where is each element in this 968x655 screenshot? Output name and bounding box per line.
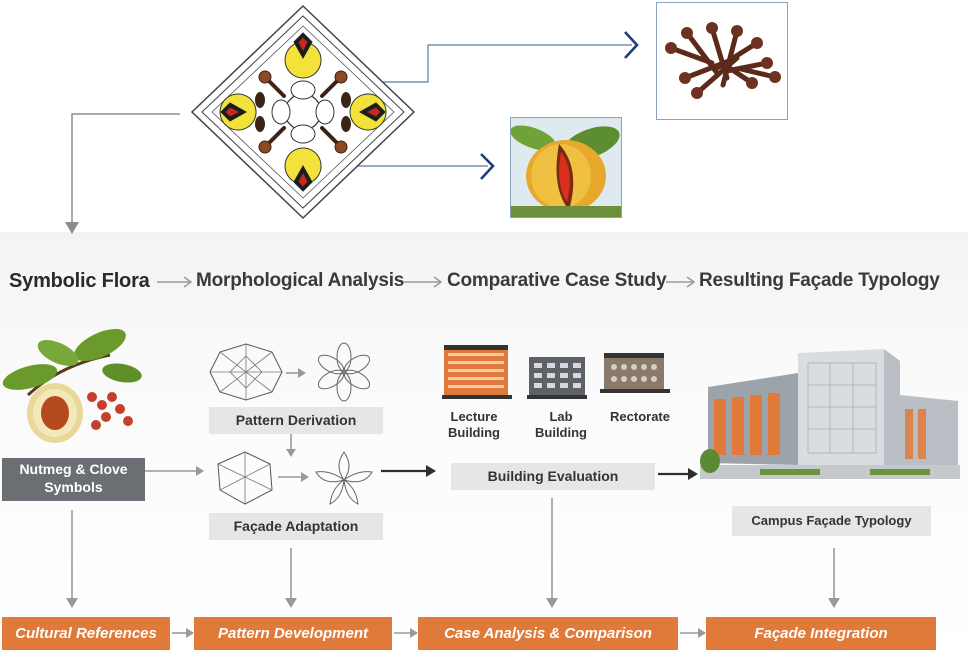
outcome-pattern-development: Pattern Development — [194, 617, 392, 650]
lecture-building-icon — [442, 345, 512, 399]
star-pattern-icon — [217, 451, 273, 505]
lab-building-label: Lab Building — [535, 409, 587, 440]
flower-pattern-icon — [317, 342, 371, 402]
step-comparative-case-study: Comparative Case Study — [447, 270, 667, 291]
lotus-pattern-icon — [315, 451, 373, 505]
header-arrows — [157, 276, 696, 288]
building-evaluation-label: Building Evaluation — [451, 463, 655, 490]
campus-facade-typology-label: Campus Façade Typology — [732, 506, 931, 536]
nutmeg-clove-illustration — [2, 328, 142, 443]
outcome-case-analysis: Case Analysis & Comparison — [418, 617, 678, 650]
nutmeg-fruit-photo — [510, 117, 622, 218]
top-connectors — [65, 31, 639, 234]
facade-adaptation-label: Façade Adaptation — [209, 513, 383, 540]
nutmeg-clove-symbols-label: Nutmeg & Clove Symbols — [2, 458, 145, 501]
outcome-facade-integration: Façade Integration — [706, 617, 936, 650]
lab-building-icon — [527, 357, 587, 399]
step-symbolic-flora: Symbolic Flora — [9, 270, 150, 292]
nutmeg-clove-emblem — [190, 4, 416, 220]
lecture-building-label: Lecture Building — [448, 409, 500, 440]
step-morphological-analysis: Morphological Analysis — [196, 270, 405, 291]
rectorate-building-icon — [600, 353, 670, 393]
step-resulting-facade-typology: Resulting Façade Typology — [699, 270, 940, 291]
rectorate-label: Rectorate — [610, 409, 670, 424]
pattern-derivation-label: Pattern Derivation — [209, 407, 383, 434]
campus-building-render — [700, 349, 960, 479]
clove-photo — [656, 2, 788, 120]
octagon-pattern-icon — [209, 343, 283, 401]
outcome-cultural-references: Cultural References — [2, 617, 170, 650]
